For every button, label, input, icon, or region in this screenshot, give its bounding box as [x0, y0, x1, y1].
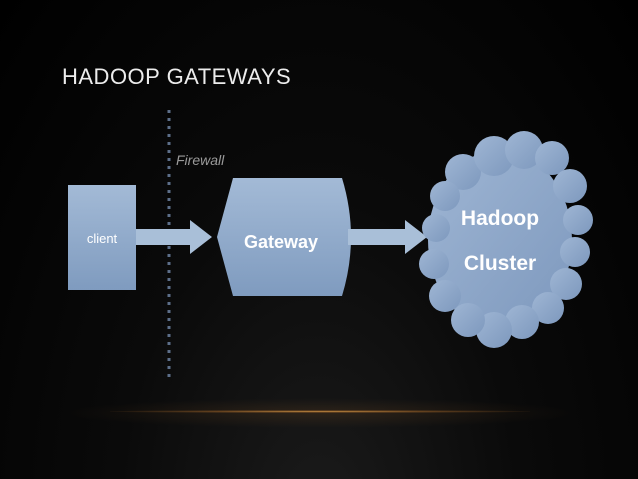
gateway-label: Gateway	[244, 232, 318, 252]
client-box	[68, 185, 136, 290]
bottom-accent-line	[110, 410, 530, 413]
slide-title: HADOOP GATEWAYS	[62, 64, 292, 89]
cluster-label-line2: Cluster	[464, 252, 536, 275]
gateway-shape	[217, 178, 351, 296]
firewall-label: Firewall	[176, 152, 225, 168]
bottom-glow-haze	[60, 398, 580, 428]
client-label: client	[87, 231, 118, 246]
arrow-client-to-gateway	[136, 220, 212, 254]
hadoop-cluster-cloud	[419, 131, 593, 348]
cluster-label-line1: Hadoop	[461, 207, 539, 230]
arrow-gateway-to-cluster	[348, 220, 427, 254]
